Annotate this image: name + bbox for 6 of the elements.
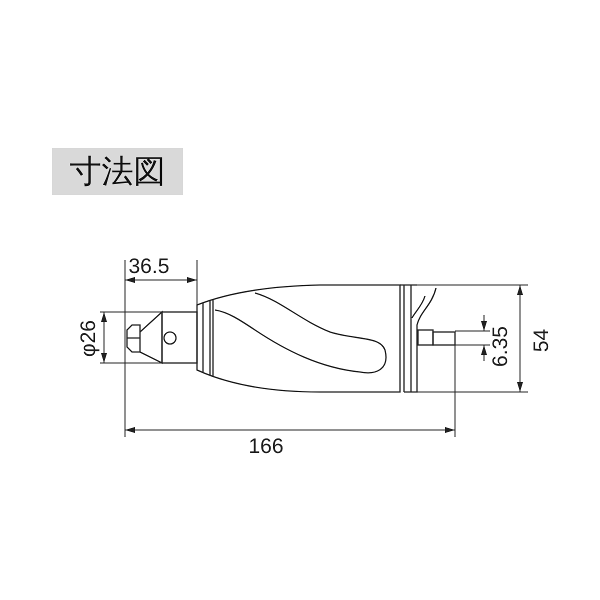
dimension-label: 54: [530, 328, 552, 352]
dimension-label: 36.5: [128, 256, 170, 276]
title-label: 寸法図: [52, 148, 183, 195]
dimension-label: 6.35: [489, 326, 510, 366]
dimension-label: 166: [248, 436, 284, 456]
dimension-label: φ26: [78, 320, 98, 356]
